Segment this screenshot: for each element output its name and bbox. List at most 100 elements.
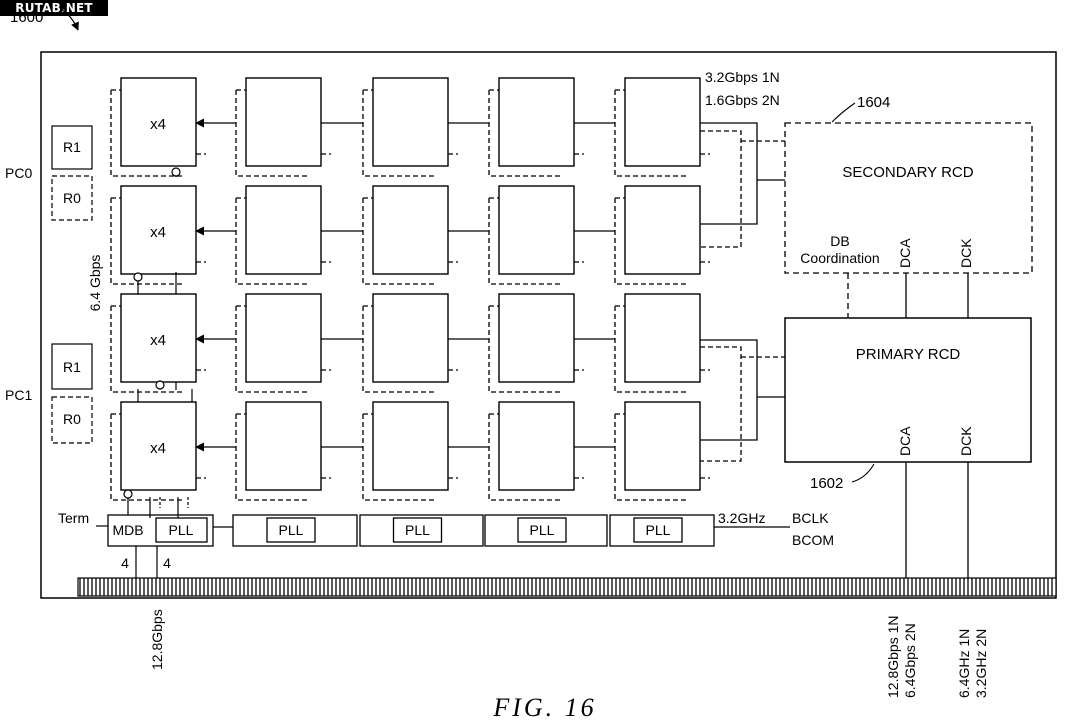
secondary-rcd-ref: 1604: [857, 94, 890, 111]
dram-chip: [245, 293, 322, 383]
dram-chip-rank0-outline: [362, 414, 436, 501]
primary-rcd-dck-label: DCK: [958, 426, 974, 456]
pll-box: [266, 517, 316, 543]
rank-group-pc1: R1 R0 PC1: [5, 343, 93, 444]
dram-chip: [498, 401, 575, 491]
dram-chip: [624, 77, 701, 167]
primary-rcd-title: PRIMARY RCD: [856, 346, 961, 363]
dram-link-rate-label: 6.4 Gbps: [87, 255, 103, 312]
data-buffer: [232, 514, 358, 547]
watermark-logo: RUTAB.NET: [0, 0, 108, 16]
rank-r1-box: [51, 343, 93, 390]
data-rate-label-1n: 3.2Gbps 1N: [705, 69, 780, 85]
dram-chip: [120, 401, 197, 491]
dram-chip-rank0-outline: [614, 414, 688, 501]
dram-chip-rank0-outline: [110, 306, 184, 393]
dram-chip-rank0-outline: [488, 306, 562, 393]
link-node: [133, 272, 143, 282]
secondary-rcd-box: [784, 122, 1033, 274]
dck-rate-label-2n: 3.2GHz 2N: [973, 629, 989, 698]
data-rate-label-2n: 1.6Gbps 2N: [705, 92, 780, 108]
pll-label: PLL: [169, 522, 194, 538]
dram-chip-rank0-outline: [614, 306, 688, 393]
mdb-buffer: [107, 514, 214, 547]
dram-chip-rank0-outline: [614, 90, 688, 177]
rank-r1-label: R1: [63, 139, 81, 155]
dram-chip: [245, 77, 322, 167]
rcd-interconnect: [847, 273, 969, 578]
pll-box: [155, 517, 208, 543]
module-board: [40, 51, 1057, 599]
primary-rcd-box: [784, 317, 1032, 463]
figure-ref-arrow: [61, 9, 79, 31]
dram-chip: [372, 401, 449, 491]
primary-rcd-dca-label: DCA: [897, 426, 913, 456]
data-buffer: [359, 514, 484, 547]
link-node: [155, 380, 165, 390]
bclk-label: BCLK: [792, 510, 829, 526]
dram-chip-rank0-outline: [488, 90, 562, 177]
dram-chip-x4-label: x4: [150, 440, 166, 457]
dram-chip: [624, 185, 701, 275]
figure-ref: 1600: [10, 9, 43, 26]
mdb-label: MDB: [112, 522, 143, 538]
rank-r0-label: R0: [63, 411, 81, 427]
secondary-rcd-dck-label: DCK: [958, 238, 974, 268]
rank-r0-label: R0: [63, 190, 81, 206]
dram-chip: [245, 401, 322, 491]
pll-box: [633, 517, 683, 543]
edge-connector-pins: [77, 577, 1057, 597]
dram-chip: [120, 185, 197, 275]
dck-rate-label-1n: 6.4GHz 1N: [956, 629, 972, 698]
pll-label: PLL: [530, 522, 555, 538]
dram-chip-x4-label: x4: [150, 224, 166, 241]
dram-chip: [372, 77, 449, 167]
secondary-ca-bus: [700, 122, 785, 248]
dca-rate-label-1n: 12.8Gbps 1N: [885, 616, 901, 699]
dram-chip-rank0-outline: [110, 90, 184, 177]
dram-chip-rank0-outline: [110, 414, 184, 501]
rank-r0-box: [51, 396, 93, 444]
rank-r0-box: [51, 175, 93, 221]
dram-chip-rank0-outline: [110, 198, 184, 285]
rank-r1-box: [51, 125, 93, 170]
dram-chip-rank0-outline: [362, 90, 436, 177]
data-buffer: [484, 514, 608, 547]
dca-rate-label-2n: 6.4Gbps 2N: [902, 623, 918, 698]
dram-chip-grid: x4 x4 x4 x4: [110, 77, 710, 501]
secondary-rcd-ref-leader: [831, 102, 856, 123]
dram-chip-rank0-outline: [235, 414, 309, 501]
link-node: [171, 167, 181, 177]
host-rate-label: 12.8Gbps: [149, 609, 165, 670]
dram-chip: [120, 293, 197, 383]
pll-label: PLL: [405, 522, 430, 538]
secondary-rcd-coordination-label: Coordination: [800, 250, 879, 266]
secondary-rcd-dca-label: DCA: [897, 238, 913, 268]
bcom-label: BCOM: [792, 532, 834, 548]
pc0-label: PC0: [5, 165, 32, 181]
figure-caption: FIG. 16: [492, 693, 596, 722]
dram-chip-rank0-outline: [362, 306, 436, 393]
dram-chip-x4-label: x4: [150, 332, 166, 349]
dram-chip-rank0-outline: [235, 198, 309, 285]
dram-chip: [498, 293, 575, 383]
dram-chip-rank0-outline: [614, 198, 688, 285]
data-buffer: [609, 514, 715, 547]
secondary-rcd-title: SECONDARY RCD: [842, 164, 973, 181]
dram-chip-rank0-outline: [488, 414, 562, 501]
dram-chip: [245, 185, 322, 275]
secondary-rcd-db-label: DB: [830, 233, 849, 249]
pll-box: [392, 517, 443, 543]
dram-chip: [624, 401, 701, 491]
primary-rcd-ref: 1602: [810, 475, 843, 492]
nibble-width-a: 4: [121, 555, 129, 571]
rank-r1-label: R1: [63, 359, 81, 375]
dram-chip: [372, 185, 449, 275]
clock-freq-label: 3.2GHz: [718, 510, 765, 526]
pll-label: PLL: [646, 522, 671, 538]
dram-chip-x4-label: x4: [150, 116, 166, 133]
nibble-width-b: 4: [163, 555, 171, 571]
dram-chip: [498, 77, 575, 167]
rank-group-pc0: R1 R0 PC0: [5, 125, 93, 221]
